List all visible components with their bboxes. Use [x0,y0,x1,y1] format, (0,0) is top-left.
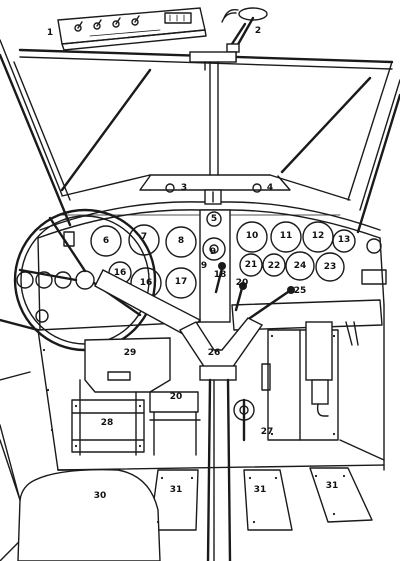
callout-23: 23 [324,262,337,272]
callout-number: 20 [236,278,249,288]
callout-22: 22 [268,261,281,271]
callout-12: 12 [312,231,325,241]
callout-number: 9 [210,247,216,257]
rivets [42,334,346,524]
callout-6: 6 [103,236,109,246]
callout-9: 9 [210,247,216,257]
callout-28: 28 [101,418,114,428]
callout-number: 25 [294,286,307,296]
callout-25: 25 [294,286,307,296]
overhead-switch-panel-inset [57,7,207,51]
callout-8: 8 [178,236,184,246]
windscreen-frame [0,39,400,234]
callout-13: 13 [338,235,351,245]
floor-structure [0,304,385,561]
callout-21: 21 [245,260,258,270]
callout-11: 11 [280,231,293,241]
callout-number: 23 [324,262,337,272]
callout-number: 3 [181,183,187,193]
callout-29: 29 [124,348,137,358]
callout-number: 26 [208,348,221,358]
callout-5: 5 [211,214,217,224]
callout-24: 24 [294,261,307,271]
callout-number: 20 [170,392,183,402]
callout-number: 11 [280,231,293,241]
callout-9: 9 [201,261,207,271]
callout-18: 18 [214,270,227,280]
callout-number: 22 [268,261,281,271]
callout-7: 7 [141,232,147,242]
callout-30: 30 [94,491,107,501]
callout-3: 3 [181,183,187,193]
callout-31: 31 [326,481,339,491]
callout-1: 1 [47,28,53,38]
callout-number: 29 [124,348,137,358]
callout-31: 31 [170,485,183,495]
callout-number: 24 [294,261,307,271]
instrument-panel [16,183,387,331]
callout-number: 27 [261,427,274,437]
callout-number: 13 [338,235,351,245]
control-wheel [13,208,264,561]
callout-17: 17 [175,277,188,287]
callout-20: 20 [170,392,183,402]
callout-number: 31 [326,481,339,491]
callout-number: 10 [246,231,259,241]
callout-number: 31 [170,485,183,495]
callout-27: 27 [261,427,274,437]
callout-number: 28 [101,418,114,428]
callout-2: 2 [255,26,261,36]
callout-number: 12 [312,231,325,241]
callout-number: 17 [175,277,188,287]
callout-26: 26 [208,348,221,358]
callout-16: 16 [140,278,153,288]
callout-31: 31 [254,485,267,495]
callout-number: 30 [94,491,107,501]
callout-number: 8 [178,236,184,246]
callout-20: 20 [236,278,249,288]
callout-number: 16 [114,268,127,278]
callout-number: 5 [211,214,217,224]
callout-number: 1 [47,28,53,38]
callout-number: 16 [140,278,153,288]
callout-4: 4 [267,183,273,193]
callout-number: 7 [141,232,147,242]
callout-number: 9 [201,261,207,271]
callout-number: 4 [267,183,273,193]
callout-number: 6 [103,236,109,246]
callout-number: 21 [245,260,258,270]
callout-number: 31 [254,485,267,495]
callout-number: 2 [255,26,261,36]
callout-10: 10 [246,231,259,241]
callout-number: 18 [214,270,227,280]
callout-16: 16 [114,268,127,278]
overhead-lever-inset [221,7,268,63]
